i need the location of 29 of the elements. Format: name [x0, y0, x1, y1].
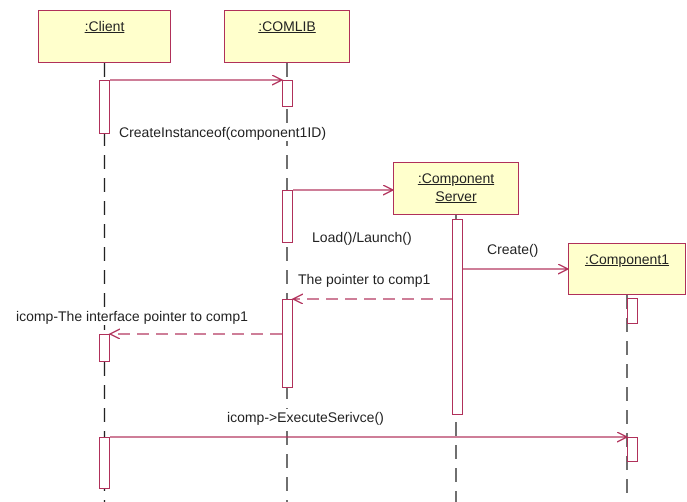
object-box	[393, 162, 519, 215]
activation-bar	[282, 190, 293, 243]
activation-bar	[452, 219, 463, 415]
message-label: The pointer to comp1	[297, 271, 432, 288]
return-arrow	[292, 293, 452, 305]
message-arrow	[463, 263, 569, 275]
object-box	[38, 10, 171, 63]
object-name: :Client	[84, 17, 124, 36]
activation-bar	[627, 437, 638, 462]
message-arrow	[110, 431, 628, 443]
activation-bar	[99, 437, 110, 489]
object-name: :Component1	[584, 250, 670, 268]
message-arrow	[293, 184, 394, 196]
object-name: :Component Server	[416, 169, 496, 206]
return-arrow	[109, 328, 282, 340]
message-label: icomp->ExecuteSerivce()	[226, 409, 385, 426]
object-name: :COMLIB	[258, 17, 316, 36]
activation-bar	[99, 334, 110, 362]
activation-bar	[282, 80, 293, 107]
object-box	[568, 243, 686, 295]
object-box	[224, 10, 350, 63]
activation-bar	[282, 299, 293, 388]
message-label: Create()	[486, 241, 540, 258]
message-arrow	[110, 74, 283, 86]
activation-bar	[627, 298, 638, 324]
message-label: Load()/Launch()	[311, 229, 413, 246]
activation-bar	[99, 80, 110, 134]
message-label: icomp-The interface pointer to comp1	[15, 308, 249, 325]
message-label: CreateInstanceof(component1ID)	[118, 124, 327, 141]
